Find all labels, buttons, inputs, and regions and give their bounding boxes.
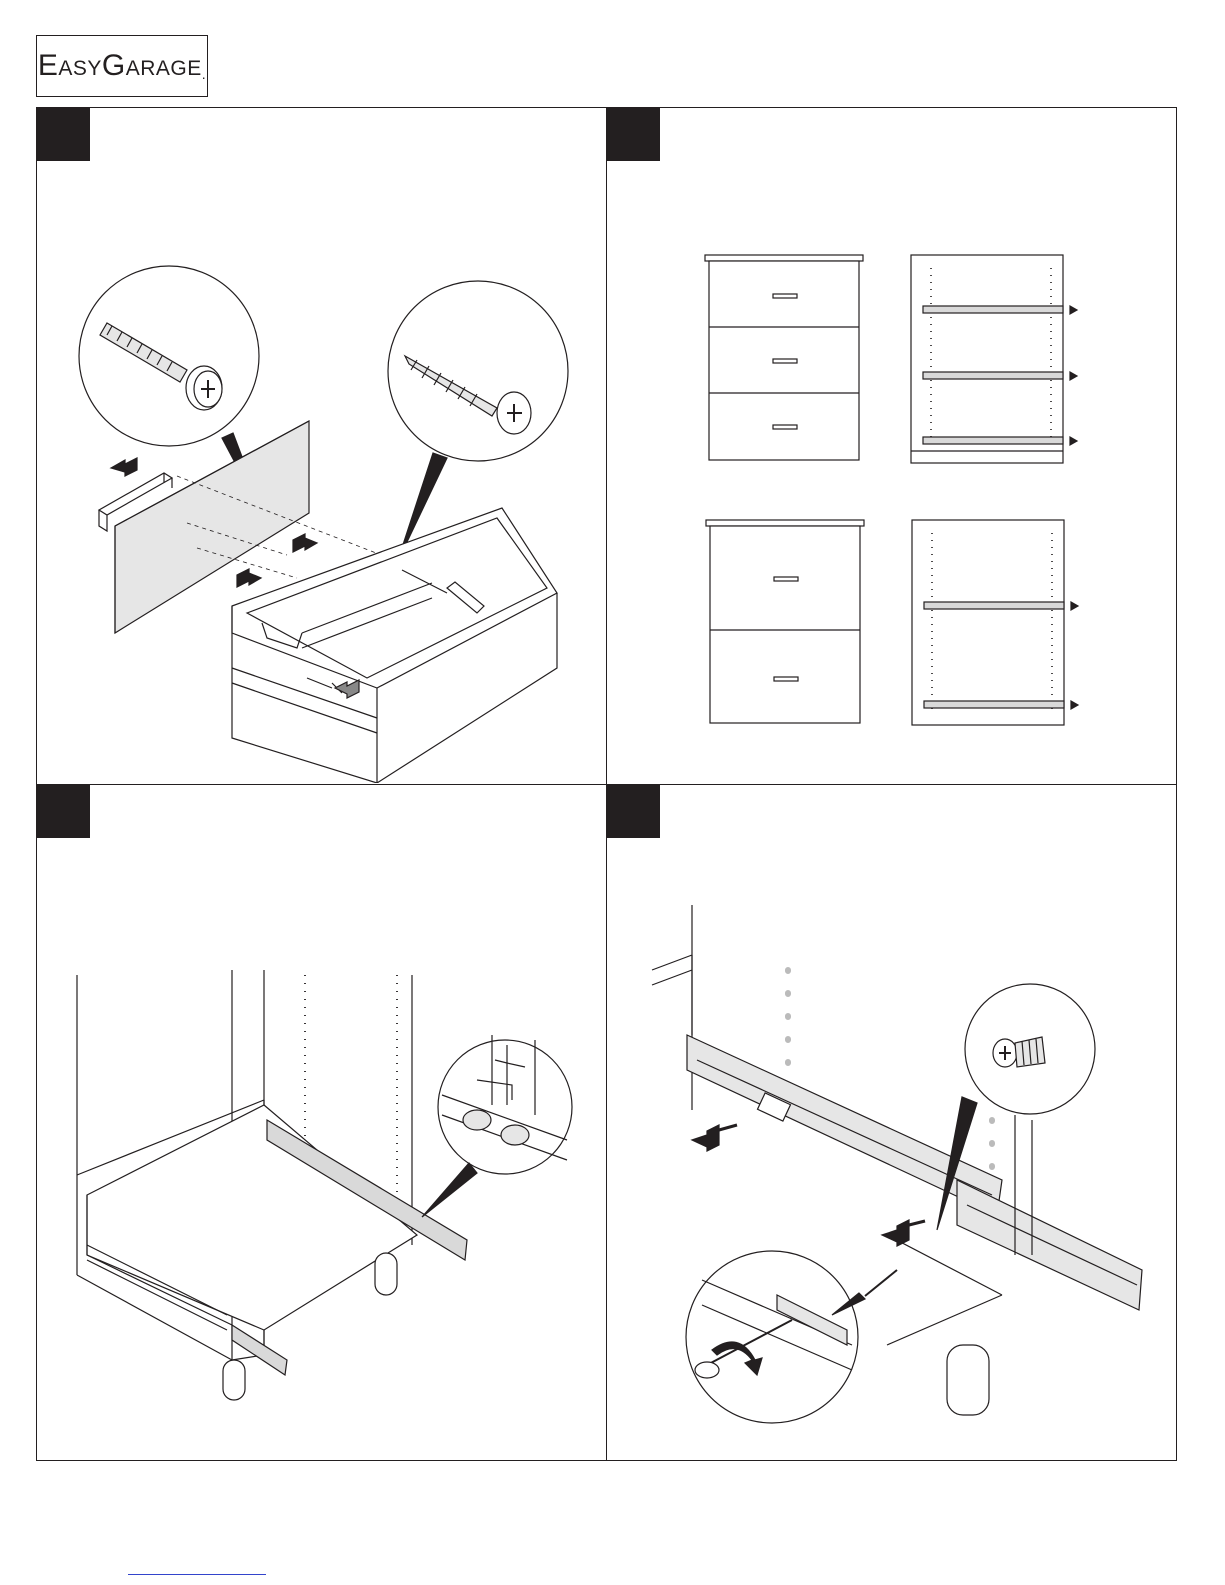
slide-rail <box>924 602 1064 609</box>
step-2-panel <box>607 108 1176 785</box>
slide-rail <box>923 372 1063 379</box>
step-2-illustration <box>607 108 1174 783</box>
three-slide-cabinet <box>911 255 1077 463</box>
slide-rail <box>923 437 1063 444</box>
step-3-illustration <box>37 785 605 1458</box>
cabinet-leg <box>947 1345 989 1415</box>
slide-rail <box>924 701 1064 708</box>
cabinet-leg <box>223 1360 245 1400</box>
step-4-panel <box>607 785 1176 1460</box>
brand-logo: EasyGarage. <box>36 35 208 97</box>
euro-screw-icon <box>993 1037 1045 1067</box>
step-4-illustration <box>607 785 1174 1458</box>
screwdriver-icon <box>695 1362 719 1378</box>
footer-link-underline[interactable] <box>128 1574 266 1575</box>
arrow-icon <box>111 458 137 476</box>
step-1-panel <box>37 108 607 785</box>
brand-name: EasyGarage <box>38 49 202 83</box>
screw-magnifier <box>388 281 568 461</box>
slide-rail <box>923 306 1063 313</box>
cabinet-leg <box>375 1253 397 1295</box>
three-drawer-cabinet <box>705 255 863 460</box>
drawer-box <box>87 1105 417 1330</box>
brand-trademark: . <box>202 66 206 82</box>
drawer-slide <box>957 1180 1142 1310</box>
step-3-panel <box>37 785 607 1460</box>
magnifier-pointer <box>422 1163 477 1217</box>
step-1-illustration <box>37 108 605 783</box>
slide-magnifier <box>438 1040 572 1174</box>
cabinet-top <box>652 905 692 1035</box>
instruction-grid <box>36 107 1177 1461</box>
two-slide-cabinet <box>912 520 1078 725</box>
bolt-magnifier <box>79 266 259 446</box>
arrow-icon <box>1070 306 1077 314</box>
two-drawer-cabinet <box>706 520 864 723</box>
arrow-icon <box>692 1125 719 1151</box>
